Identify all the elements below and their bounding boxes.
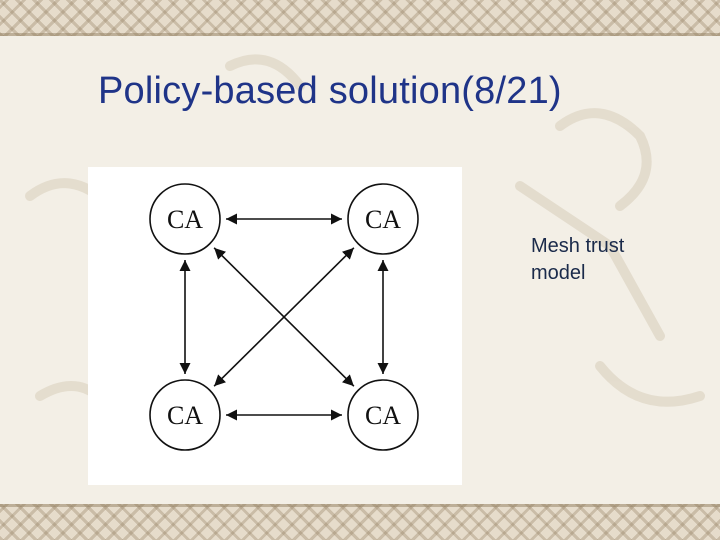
decorative-border-bottom: [0, 504, 720, 540]
diagram-canvas: CA CA CA CA: [149, 183, 419, 451]
decorative-border-top: [0, 0, 720, 36]
ca-node-bottom-right: [347, 379, 419, 451]
ca-node-label-bottom-right: CA: [365, 401, 401, 430]
edge-top-right-bottom-left: [213, 247, 355, 387]
mesh-trust-diagram: CA CA CA CA: [88, 167, 462, 485]
diagram-nodes: CA CA CA CA: [149, 183, 419, 451]
ca-node-top-right: [347, 183, 419, 255]
caption-text: Mesh trust model: [531, 235, 625, 284]
diagram-edges: [179, 213, 389, 421]
ca-node-label-bottom-left: CA: [167, 401, 203, 430]
slide-title: Policy-based solution(8/21): [98, 70, 562, 112]
ca-node-label-top-right: CA: [365, 205, 401, 234]
ca-node-bottom-left: [149, 379, 221, 451]
ca-node-top-left: [149, 183, 221, 255]
ca-node-label-top-left: CA: [167, 205, 203, 234]
